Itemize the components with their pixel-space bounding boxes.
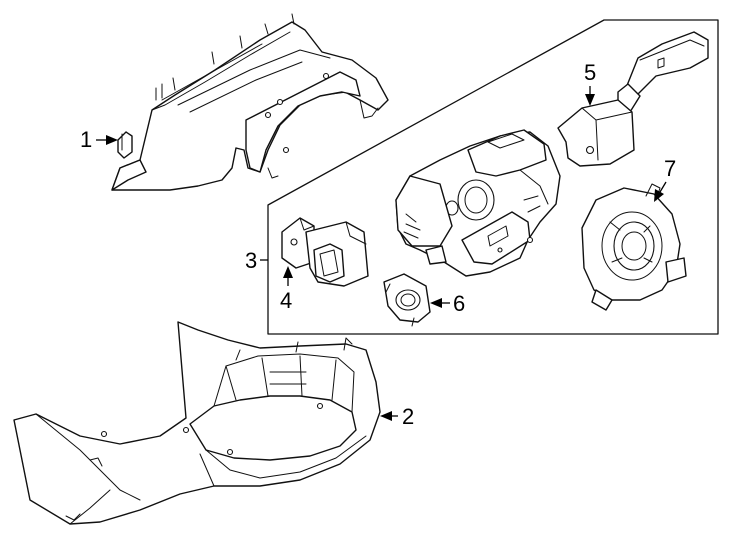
callout-4: 4 bbox=[280, 266, 293, 313]
callout-label: 6 bbox=[453, 291, 465, 316]
part-lever-switch bbox=[557, 31, 709, 167]
callout-label: 1 bbox=[80, 127, 92, 152]
callout-label: 4 bbox=[280, 288, 292, 313]
part-ignition-housing bbox=[281, 217, 369, 287]
callout-5: 5 bbox=[584, 60, 596, 106]
callout-7: 7 bbox=[654, 156, 676, 202]
callout-label: 2 bbox=[402, 404, 414, 429]
callout-1: 1 bbox=[80, 127, 118, 152]
part-lower-shroud bbox=[13, 321, 381, 525]
callout-label: 7 bbox=[664, 156, 676, 181]
callout-3: 3 bbox=[245, 248, 268, 273]
callout-2: 2 bbox=[380, 404, 414, 429]
callout-6: 6 bbox=[430, 291, 465, 316]
callout-label: 3 bbox=[245, 248, 257, 273]
callout-label: 5 bbox=[584, 60, 596, 85]
part-upper-shroud bbox=[111, 13, 389, 191]
part-ignition-ring bbox=[383, 273, 431, 327]
assembly-frame bbox=[267, 19, 719, 335]
part-switch-housing bbox=[395, 129, 561, 277]
part-clock-spring bbox=[581, 183, 687, 311]
